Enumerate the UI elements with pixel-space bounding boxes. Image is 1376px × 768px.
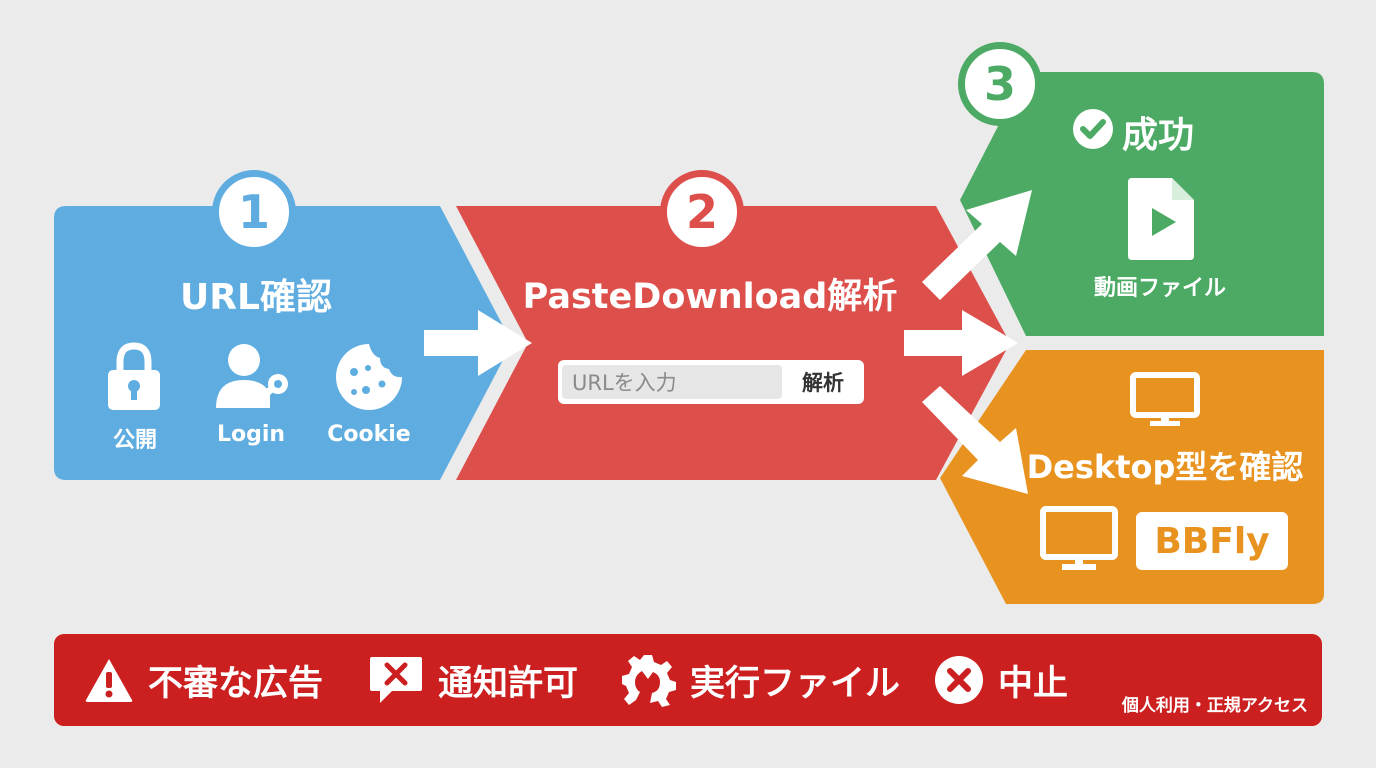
broken-gear-icon [622, 655, 676, 707]
cookie-icon [336, 344, 402, 410]
bbfly-badge: BBFly [1136, 512, 1288, 570]
video-file-label: 動画ファイル [1093, 276, 1226, 301]
desktop-title: Desktop型を確認 [1026, 448, 1304, 486]
step1-title: URL確認 [180, 277, 332, 318]
arrow-1-icon [424, 310, 532, 376]
step2-title: PasteDownload解析 [522, 277, 898, 317]
monitor-icon [1130, 372, 1200, 426]
chat-x-icon [370, 657, 422, 703]
check-circle-icon [1073, 109, 1113, 149]
arrow-up-icon [922, 190, 1032, 300]
lock-label: 公開 [112, 428, 157, 453]
warning-label-exe: 実行ファイル [690, 663, 901, 704]
analyze-button[interactable]: 解析 [802, 371, 844, 395]
step3-number: 3 [958, 42, 1042, 126]
step1-number: 1 [212, 170, 296, 254]
warning-label-notify: 通知許可 [438, 663, 579, 704]
url-input-group: URLを入力 解析 [558, 360, 864, 404]
arrow-right-icon [904, 310, 1018, 376]
step2-number: 2 [660, 170, 744, 254]
warning-item-ads: 不審な広告 [84, 634, 323, 726]
warning-item-stop: 中止 [934, 634, 1068, 726]
arrow-down-icon [922, 386, 1028, 494]
warning-item-notify: 通知許可 [368, 634, 578, 726]
user-key-icon [216, 344, 288, 408]
footnote: 個人利用・正規アクセス [1121, 696, 1308, 716]
step2-panel [456, 206, 1010, 480]
step1-panel [54, 206, 512, 480]
url-input[interactable]: URLを入力 [562, 365, 782, 399]
x-circle-icon [935, 656, 983, 704]
success-title: 成功 [1122, 115, 1195, 156]
desktop-monitor-icon [1040, 506, 1118, 570]
warning-label-stop: 中止 [998, 663, 1069, 704]
video-file-icon [1128, 178, 1194, 260]
cookie-label: Cookie [327, 422, 411, 447]
warning-triangle-icon [85, 659, 133, 702]
warning-label-ads: 不審な広告 [148, 663, 324, 704]
warning-item-exe: 実行ファイル [622, 634, 900, 726]
login-label: Login [216, 422, 286, 447]
warning-bar: 不審な広告 通知許可 実行ファイル 中止 個人利用・正規アクセス [54, 634, 1322, 726]
lock-icon [108, 342, 160, 410]
